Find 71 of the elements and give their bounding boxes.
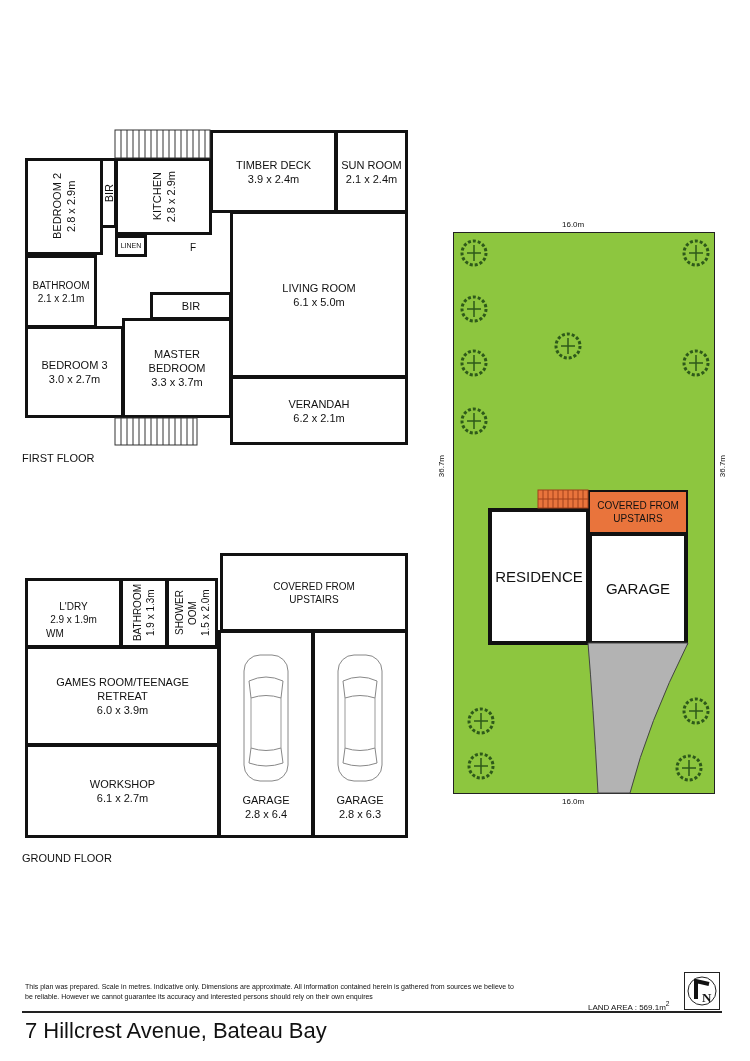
room-dimensions: 2.8 x 2.9m [163,170,178,223]
address-title: 7 Hillcrest Avenue, Bateau Bay [25,1018,327,1044]
room-dimensions: 6.2 x 2.1m [293,410,345,425]
room-name: COVERED FROM UPSTAIRS [596,499,680,525]
room-outline [25,578,122,648]
room-dimensions: 2.9 x 1.9m [50,613,97,626]
room-outline [120,578,168,648]
room-name: GARAGE [242,793,290,807]
dimension-label: 36.7m [437,455,446,478]
room-name: COVERED FROM UPSTAIRS [272,579,356,606]
land-area-text: LAND AREA : 569.1m$^{2}$ [588,1000,670,1012]
room-outline [25,326,124,418]
room-dimensions: 2.8 x 6.3 [338,807,382,821]
room-outline [588,532,688,645]
room-name: BEDROOM 2 [50,173,64,240]
room-outline [588,490,688,534]
room-outline [166,578,218,648]
room-dimensions: 2.8 x 2.9m [64,180,78,233]
room-name: RESIDENCE [495,567,583,586]
room-name: WORKSHOP [89,777,156,791]
room-dimensions: 3.3 x 3.7m [151,375,203,389]
compass-letter: N [702,990,712,1006]
room-outline [115,235,147,257]
room-name: BIR [181,299,201,313]
room-outline [218,630,314,838]
room-dimensions: 6.1 x 2.7m [96,791,149,805]
room-name: BATHROOM [131,584,144,642]
room-name: BIR [101,183,116,203]
room-outline [150,292,232,320]
room-name: MASTER BEDROOM [147,347,207,375]
room-name: SUN ROOM [341,157,402,172]
floor-title: FIRST FLOOR [22,452,95,464]
room-dimensions: 3.0 x 2.7m [48,372,101,386]
dimension-label: 16.0m [562,220,585,229]
room-name: GAMES ROOM/TEENAGE RETREAT [55,675,190,703]
room-dimensions: 1.5 x 2.0m [198,589,212,637]
room-name: GARAGE [336,793,384,807]
room-outline [335,130,408,213]
room-name: BEDROOM 3 [41,358,108,372]
room-dimensions: 2.8 x 6.4 [244,807,288,821]
room-dimensions: 1.9 x 1.3m [144,589,157,637]
room-outline [115,158,212,235]
room-outline [25,255,97,328]
floor-title: GROUND FLOOR [22,852,112,864]
room-name: L'DRY [59,600,88,613]
room-dimensions: 6.0 x 3.9m [96,703,149,717]
room-name: LIVING ROOM [282,280,356,295]
dimension-label: 36.7m [718,455,727,478]
room-name: GARAGE [605,579,671,598]
room-outline [488,508,590,645]
room-name: SHOWER OOM [172,589,199,638]
dimension-label: 16.0m [562,797,585,806]
room-dimensions: 2.1 x 2.4m [345,171,398,186]
room-outline [25,646,220,746]
room-outline [25,158,103,255]
room-outline [122,318,232,418]
room-dimensions: 6.1 x 5.0m [293,294,345,309]
room-name: TIMBER DECK [235,157,312,172]
lot-boundary [453,232,715,794]
fixture-label: WM [46,628,64,639]
room-outline [220,553,408,632]
room-dimensions: 3.9 x 2.4m [247,171,300,186]
room-name: BATHROOM [32,278,90,292]
room-dimensions: 2.1 x 2.1m [37,291,85,305]
room-outline [312,630,408,838]
room-outline [230,211,408,378]
room-name: VERANDAH [288,396,350,411]
room-outline [210,130,337,213]
room-outline [230,376,408,445]
room-name: KITCHEN [149,172,164,221]
room-outline [25,744,220,838]
